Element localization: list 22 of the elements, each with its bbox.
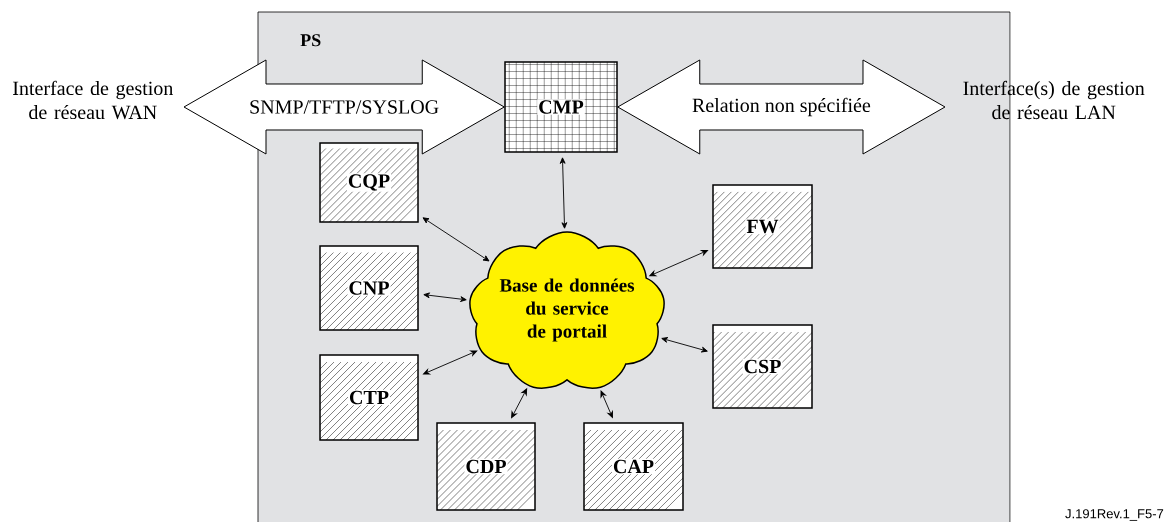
arrow (649, 250, 708, 277)
interface-label: Interface de gestion de réseau WAN (13, 80, 174, 120)
figure-id: J.191Rev.1_F5-7 (1065, 509, 1164, 521)
arrow (423, 350, 478, 375)
arrow (422, 217, 490, 262)
arrow (423, 292, 467, 302)
hatched-box: CSP (712, 324, 813, 409)
interface-label: Interface(s) de gestion de réseau LAN (963, 80, 1145, 120)
arrow (511, 388, 528, 419)
hatched-box: CAP (583, 422, 684, 511)
edge-label: SNMP/TFTP/SYSLOG (250, 100, 439, 114)
hatched-box: FW (712, 184, 813, 269)
database-cloud: Base de données du service de portail (469, 231, 665, 389)
edge-label: Relation non spécifiée (692, 97, 871, 117)
arrow (559, 157, 568, 229)
hatched-box: CTP (319, 354, 419, 441)
hatched-box: CDP (436, 422, 536, 511)
arrow (600, 390, 613, 418)
grid-box: CMP (504, 61, 618, 153)
hatched-box: CNP (319, 245, 419, 331)
arrow (661, 337, 708, 353)
hatched-box: CQP (319, 142, 419, 223)
